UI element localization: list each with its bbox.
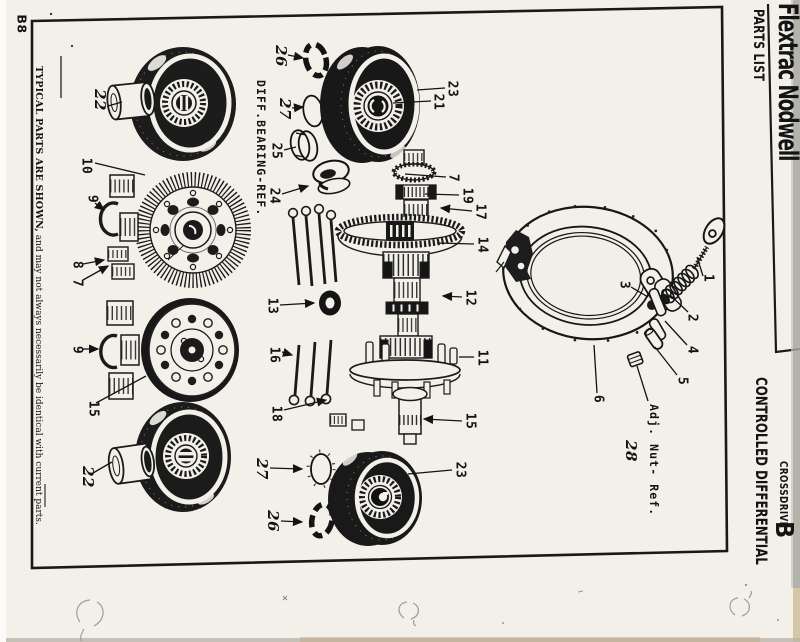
part-label-12: 12	[462, 289, 478, 307]
drum-22-bottom	[135, 402, 231, 512]
page-frame	[30, 5, 729, 570]
part-label-8: 8	[69, 260, 85, 270]
part-label-10: 10	[78, 157, 94, 175]
snap-ring-26-bottom	[308, 501, 336, 539]
bolts-lower	[288, 339, 333, 407]
hub-cylinder-bottom	[107, 442, 156, 485]
part-label-2: 2	[684, 313, 700, 323]
pin-5	[643, 327, 664, 350]
adjusting-screw-1	[691, 217, 726, 271]
washer-13	[319, 290, 341, 316]
snap-ring-26-top	[302, 41, 330, 79]
doc-title: PARTS LIST	[750, 9, 766, 82]
hub-cylinder-top	[106, 81, 156, 121]
part-label-1: 1	[700, 273, 716, 283]
splined-shaft-15	[329, 386, 428, 445]
o-ring-27-bottom	[306, 449, 336, 489]
part-label-9: 9	[69, 345, 85, 355]
part-label-26: 26	[272, 45, 290, 67]
bearing-cone-25	[289, 129, 319, 162]
adjusting-nut-28	[626, 351, 644, 368]
part-label-17: 17	[472, 203, 488, 221]
part-label-9: 9	[84, 194, 100, 204]
part-label-27: 27	[253, 458, 271, 480]
adj-nut-ref-note: Adj. Nut- Ref.	[647, 404, 661, 517]
leader-lines	[82, 51, 704, 527]
band-clamp	[495, 230, 533, 282]
part-label-4: 4	[684, 345, 700, 355]
part-label-23: 23	[452, 461, 468, 479]
part-label-25: 25	[268, 142, 284, 160]
part-label-15: 15	[85, 400, 101, 418]
part-label-11: 11	[474, 349, 490, 367]
part-label-21: 21	[430, 93, 446, 111]
carrier-plate-11	[349, 341, 461, 399]
typical-parts-note: TYPICAL PARTS ARE SHOWN, and may not alw…	[33, 66, 44, 525]
center-assembly	[391, 149, 437, 221]
drum-23-bottom	[328, 451, 422, 546]
part-label-28: 28	[622, 440, 640, 462]
part-label-27: 27	[276, 98, 294, 120]
drum-23-top	[320, 46, 420, 163]
part-label-7: 7	[69, 278, 85, 288]
part-label-5: 5	[674, 376, 690, 386]
part-label-14: 14	[474, 236, 490, 254]
section-code: CROSSDRIVE	[777, 461, 790, 529]
brake-band	[502, 204, 674, 342]
bearing-cup-24	[312, 159, 351, 195]
part-label-7: 7	[445, 173, 461, 183]
small-parts-lower	[99, 300, 140, 400]
part-label-19: 19	[459, 187, 475, 205]
brand-title: Flextrac Nodwell	[772, 3, 800, 161]
small-parts-upper	[98, 174, 139, 280]
part-label-18: 18	[268, 405, 284, 423]
part-label-3: 3	[616, 280, 632, 290]
part-label-16: 16	[266, 346, 282, 364]
part-label-23: 23	[444, 80, 460, 98]
gear-14	[334, 213, 466, 257]
part-label-22: 22	[91, 89, 109, 111]
bevel-gear-10	[135, 172, 251, 288]
section-title: CONTROLLED DIFFERENTIAL	[752, 377, 771, 565]
bolts-upper	[287, 203, 338, 287]
drum-15	[141, 298, 239, 402]
page-number: B8	[14, 14, 30, 34]
shaft-parts	[379, 251, 433, 359]
section-letter: B	[770, 521, 799, 539]
part-label-13: 13	[264, 297, 280, 315]
part-label-22: 22	[79, 466, 97, 488]
part-label-6: 6	[590, 394, 606, 404]
part-label-24: 24	[266, 187, 282, 205]
part-label-15: 15	[462, 412, 478, 430]
part-label-26: 26	[264, 510, 282, 532]
